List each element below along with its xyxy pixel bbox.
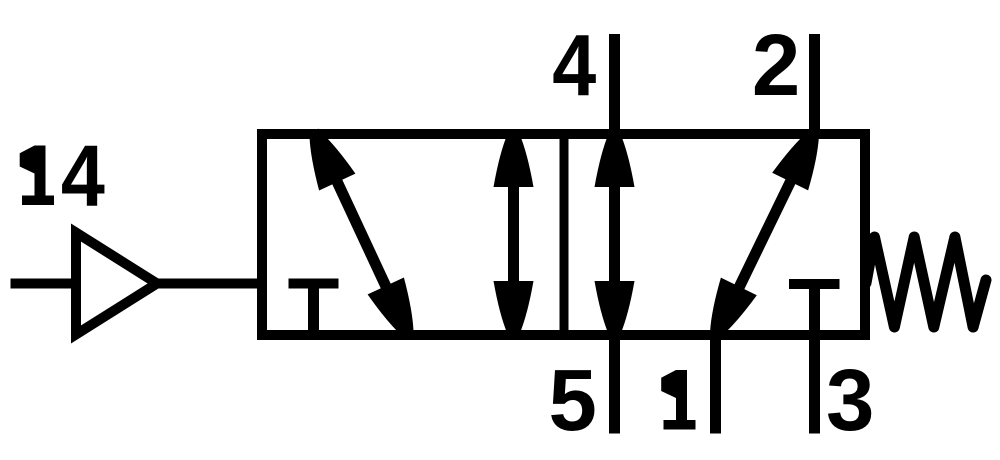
svg-text:3: 3 [826,352,874,449]
svg-text:2: 2 [752,17,800,114]
svg-text:5: 5 [549,352,597,449]
svg-text:4: 4 [61,128,105,225]
svg-text:4: 4 [552,17,596,114]
